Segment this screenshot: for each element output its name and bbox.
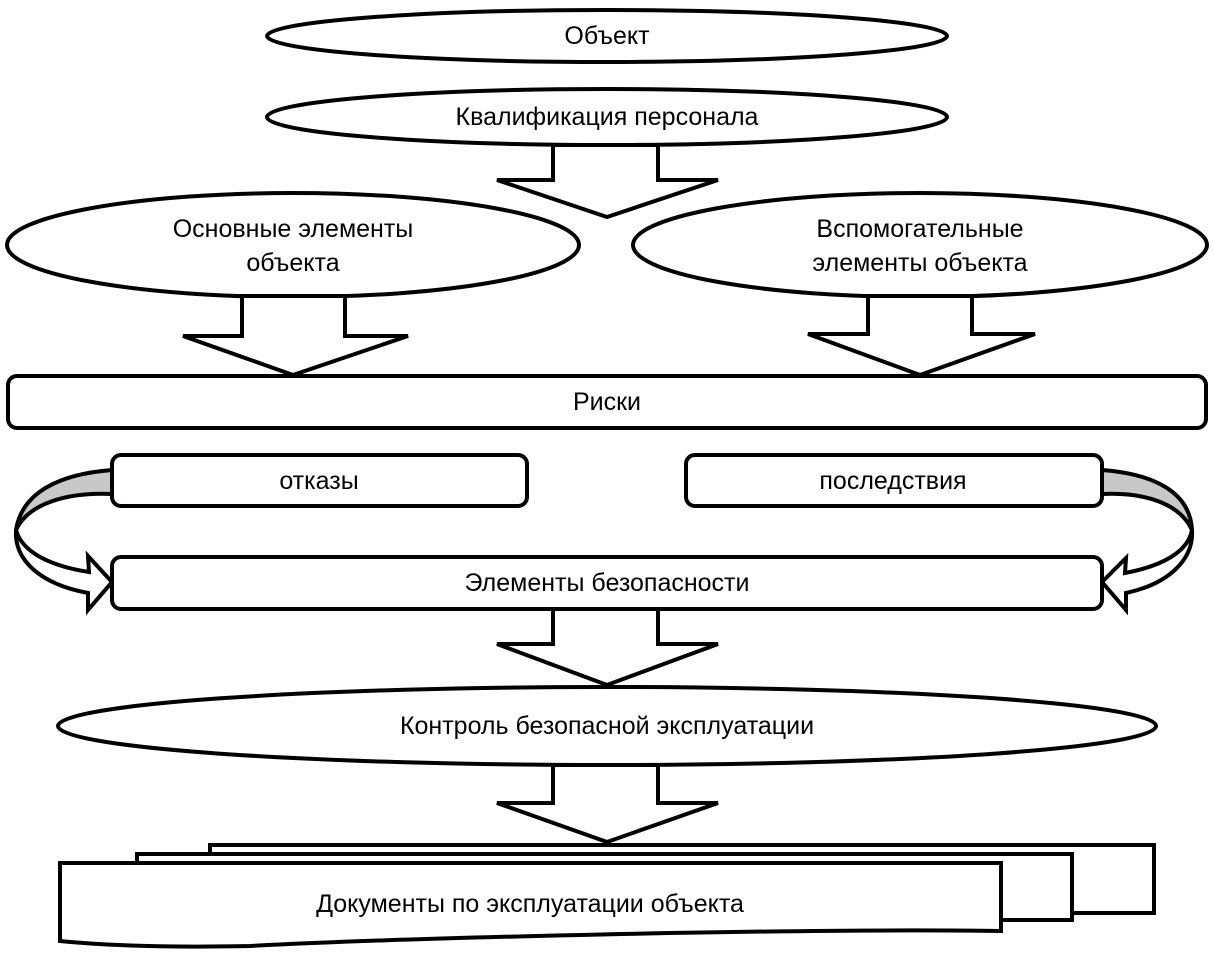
block-arrow-auxiliary-elements-down: [807, 294, 1036, 378]
block-arrow-qualification-down: [496, 143, 719, 220]
node-consequences: последствия: [684, 453, 1104, 508]
main-elements-label-line1: Основные элементы: [173, 215, 414, 243]
document-sheet-front: [58, 861, 1003, 949]
loop-arrow-left-body: [13, 529, 115, 616]
safety-elements-label: Элементы безопасности: [465, 569, 750, 597]
risks-label: Риски: [573, 388, 641, 416]
node-operation-documents: Документы по эксплуатации объекта: [58, 843, 1156, 949]
node-main-elements: Основные элементы объекта: [5, 191, 581, 299]
consequences-label: последствия: [819, 467, 966, 495]
node-safety-elements: Элементы безопасности: [110, 555, 1104, 611]
node-personnel-qualification: Квалификация персонала: [265, 87, 949, 147]
block-arrow-safety-down: [496, 607, 719, 688]
auxiliary-elements-label-line1: Вспомогательные: [816, 215, 1023, 243]
loop-arrow-failures: [13, 467, 115, 616]
node-object: Объект: [265, 8, 949, 64]
loop-arrow-right-band: [1100, 467, 1194, 531]
main-elements-label-line2: объекта: [246, 249, 339, 277]
loop-arrow-consequences: [1099, 467, 1195, 616]
object-label: Объект: [564, 22, 650, 50]
safe-operation-control-label: Контроль безопасной эксплуатации: [400, 712, 814, 740]
object-ellipse: [265, 8, 949, 64]
node-risks: Риски: [6, 374, 1208, 430]
loop-arrow-right-body: [1099, 529, 1195, 616]
consequences-box: [684, 453, 1104, 508]
loop-arrow-left-band: [14, 467, 114, 531]
node-failures: отказы: [110, 453, 529, 508]
risks-box: [6, 374, 1208, 430]
node-auxiliary-elements: Вспомогательные элементы объекта: [631, 191, 1209, 299]
failures-label: отказы: [279, 467, 358, 495]
failures-box: [110, 453, 529, 508]
auxiliary-elements-ellipse: [631, 191, 1209, 299]
main-elements-ellipse: [5, 191, 581, 299]
block-arrow-main-elements-down: [182, 294, 409, 378]
block-arrow-control-down: [496, 763, 719, 845]
operation-documents-label: Документы по эксплуатации объекта: [316, 890, 744, 918]
auxiliary-elements-label-line2: элементы объекта: [812, 249, 1027, 277]
personnel-qualification-label: Квалификация персонала: [456, 103, 759, 131]
node-safe-operation-control: Контроль безопасной эксплуатации: [56, 685, 1158, 767]
